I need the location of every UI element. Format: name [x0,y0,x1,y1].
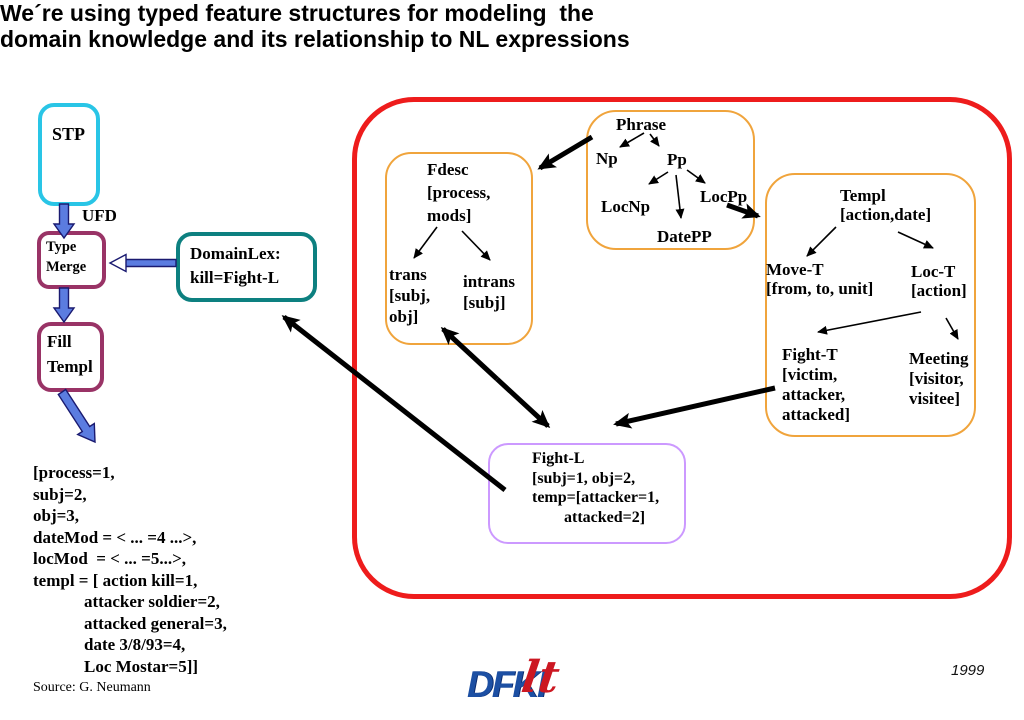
slide-title: We´re using typed feature structures for… [0,0,630,52]
pp-label: Pp [667,150,687,169]
move-t-label: Move-T [from, to, unit] [766,260,874,298]
locpp-label: LocPp [700,187,748,206]
fight-l-box [488,443,686,544]
block-arrow-domainlex-to-typemerge-shaft [124,258,177,268]
block-arrow-filltempl-to-result [57,388,96,444]
domain-lex-label: DomainLex: kill=Fight-L [190,244,281,287]
block-arrow-typemerge-to-filltempl [52,287,76,324]
trans-label: trans [subj, obj] [389,265,431,326]
result-structure-text: [process=1, subj=2, obj=3, dateMod = < .… [33,463,227,676]
fdesc-box [385,152,533,345]
phrase-box [586,110,755,250]
domain-lex-box [176,232,317,302]
templ-box [765,173,976,437]
phrase-root-label: Phrase [616,115,667,134]
type-merge-label: Type Merge [46,239,87,275]
fight-l-label: Fight-L [subj=1, obj=2, temp=[attacker=1… [532,450,660,526]
fdesc-root-label: Fdesc [process, mods] [427,160,491,225]
loc-t-label: Loc-T [action] [911,262,967,300]
intrans-label: intrans [subj] [463,272,515,312]
block-arrow-domainlex-to-typemerge-head [108,253,127,273]
locnp-label: LocNp [601,197,651,216]
logo-dfki-text: DFKI [467,664,547,705]
logo-lt-text: lt [518,652,563,703]
ufd-label: UFD [82,206,117,225]
fill-templ-box [37,322,104,392]
dfki-logo: DFKI lt [467,652,577,708]
templ-root-label: Templ [action,date] [840,186,932,224]
meeting-label: Meeting [visitor, visitee] [909,349,969,408]
fill-templ-label: Fill Templ [47,332,93,376]
stp-label: STP [52,124,86,144]
source-text: Source: G. Neumann [33,680,151,695]
year-text: 1999 [951,662,985,679]
stp-box [38,103,100,206]
np-label: Np [596,149,618,168]
fight-t-label: Fight-T [victim, attacker, attacked] [782,345,850,424]
datepp-label: DatePP [657,227,712,246]
